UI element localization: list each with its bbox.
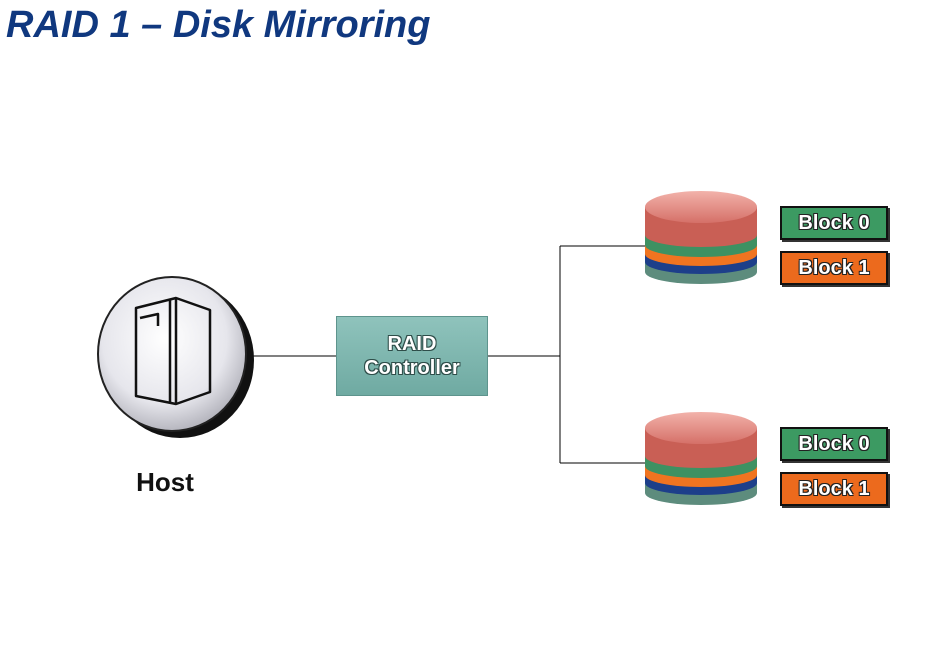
disk2-block-1: Block 1 (780, 472, 888, 506)
connection-lines (252, 245, 646, 464)
disk1-block-0: Block 0 (780, 206, 888, 240)
host-label: Host (136, 467, 194, 497)
page-title: RAID 1 – Disk Mirroring (6, 4, 431, 46)
raid-controller-box: RAID Controller (336, 316, 488, 396)
disk-stack-1 (645, 191, 757, 284)
controller-label-line2: Controller (364, 357, 460, 379)
disk2-block-0: Block 0 (780, 427, 888, 461)
controller-label-line1: RAID (387, 333, 437, 355)
disk-stack-2 (645, 412, 757, 505)
disk1-block-1: Block 1 (780, 251, 888, 285)
server-icon (97, 276, 254, 438)
